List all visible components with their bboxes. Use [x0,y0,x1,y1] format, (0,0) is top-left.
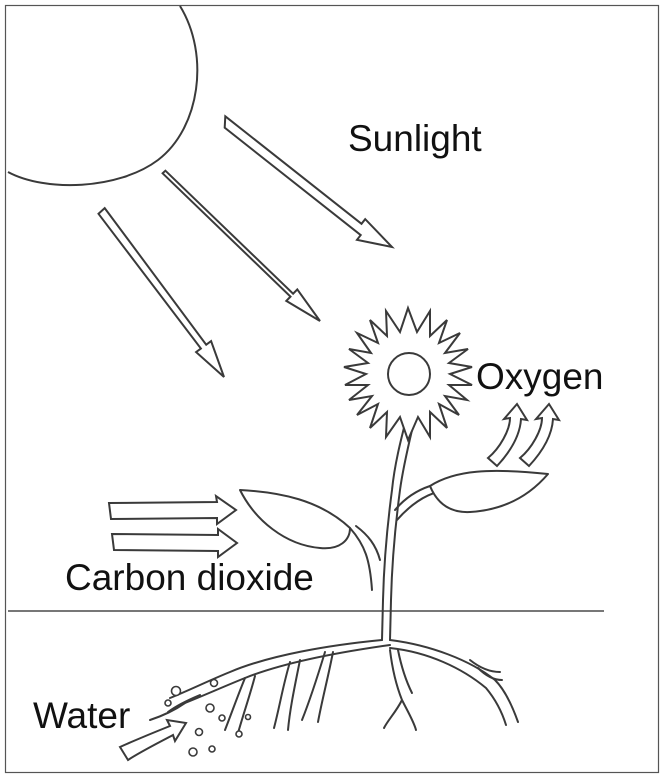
root-main-left [170,640,390,703]
oxygen-arrow-2 [520,404,559,466]
root-tip-left [150,695,200,720]
oxygen-arrows [488,404,559,466]
root-small-1 [274,660,300,730]
left-branch [350,526,380,590]
left-leaf [240,490,350,548]
root-right-spur [470,660,502,680]
root-small-2 [302,652,333,722]
sun [8,6,197,185]
sunlight-arrow-3 [99,208,225,377]
co2-arrow-2 [112,529,237,557]
co2-arrows [109,496,237,557]
water-bubbles [165,680,251,757]
co2-arrow-1 [109,496,236,524]
plant [240,404,548,640]
flower-center [388,353,430,395]
oxygen-label: Oxygen [476,358,604,395]
right-leaf [430,471,548,512]
sunlight-arrow-2 [163,171,320,321]
roots [150,640,518,733]
root-center-fork [384,650,416,730]
water-label: Water [33,697,130,734]
sunlight-label: Sunlight [348,120,482,157]
carbon-dioxide-label: Carbon dioxide [65,559,314,596]
stem [382,404,418,640]
flower [344,308,472,440]
